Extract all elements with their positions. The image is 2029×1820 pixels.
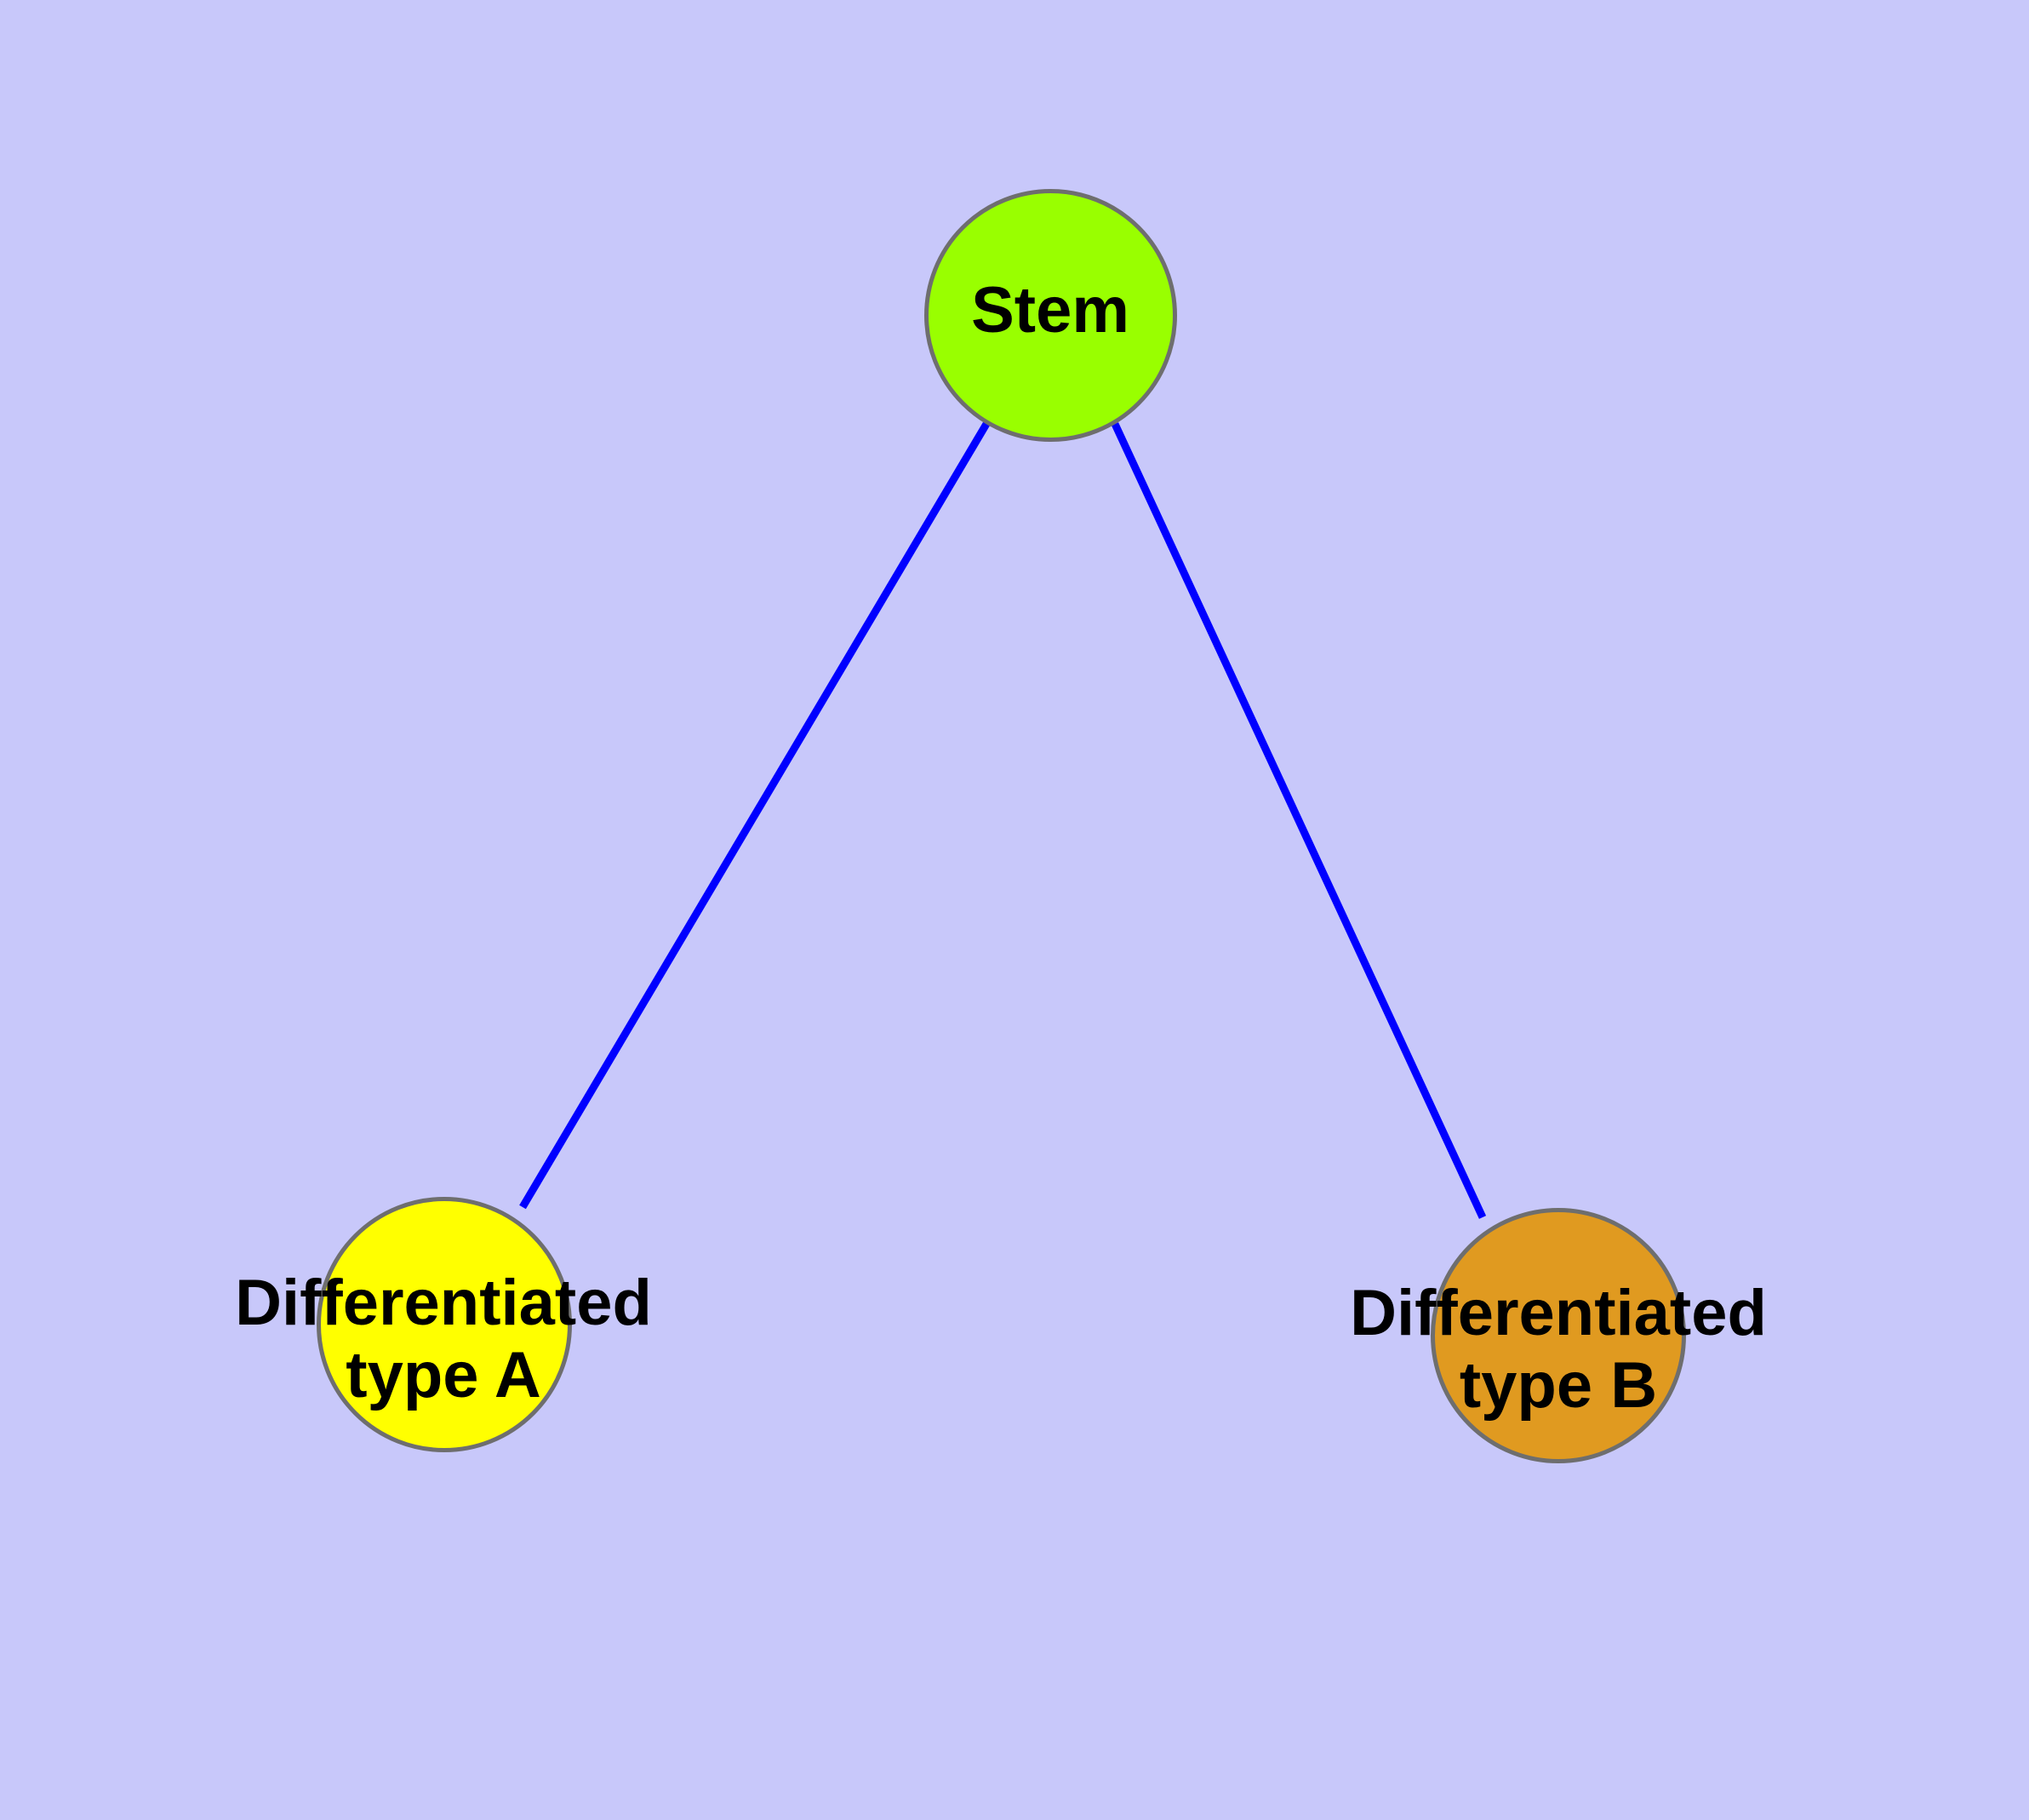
node-differentiated-type-b[interactable] [1431, 1208, 1686, 1463]
node-stem-label: Stem [971, 274, 1129, 346]
node-differentiated-type-a-label: Differentiated type A [235, 1267, 652, 1412]
node-stem[interactable] [924, 189, 1177, 442]
node-differentiated-type-a[interactable] [317, 1197, 572, 1452]
edge-stem-to-diff-a [519, 421, 990, 1210]
node-differentiated-type-b-label: Differentiated type B [1350, 1277, 1767, 1422]
edge-stem-to-diff-b [1111, 422, 1487, 1219]
